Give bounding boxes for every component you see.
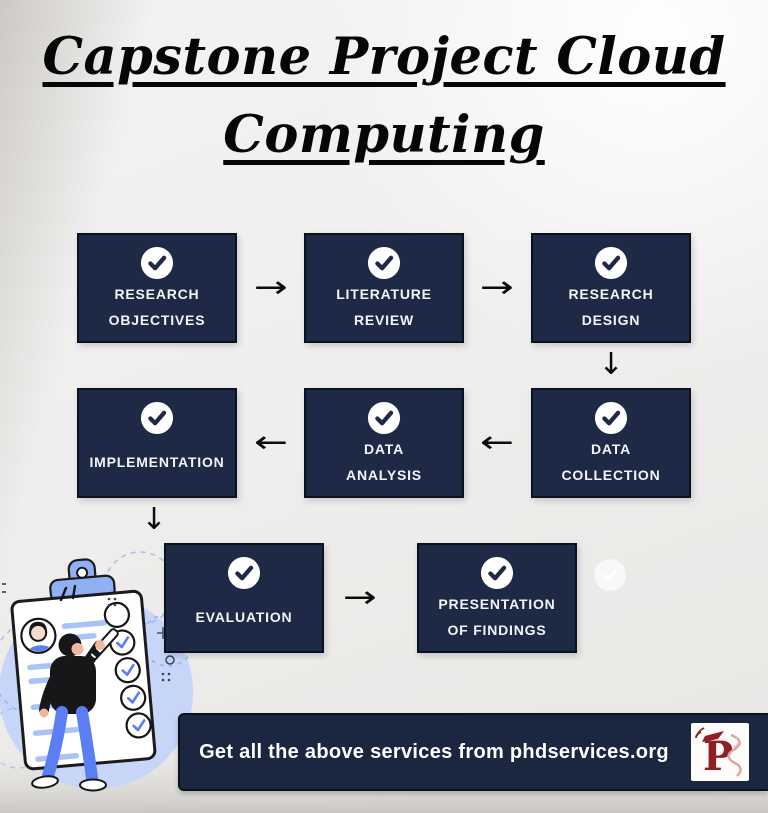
phdservices-logo: P: [690, 723, 749, 781]
check-icon: [227, 556, 261, 590]
logo-swirl: [727, 733, 742, 777]
flow-step-label: LITERATURE REVIEW: [336, 285, 432, 328]
check-icon: [367, 401, 401, 435]
graduation-cap-icon: [701, 731, 724, 742]
flow-step-label: PRESENTATION OF FINDINGS: [438, 595, 556, 638]
check-icon: [140, 401, 174, 435]
flow-step-literature-review: LITERATURE REVIEW: [304, 233, 464, 343]
flow-step-label: RESEARCH OBJECTIVES: [108, 285, 206, 328]
arrow-down-icon: ↓: [141, 502, 167, 537]
person: [31, 628, 119, 792]
check-icon: [594, 401, 628, 435]
flow-step-data-collection: DATA COLLECTION: [531, 388, 691, 498]
flow-step-label: DATA COLLECTION: [561, 440, 661, 483]
footer-message: Get all the above services from phdservi…: [199, 740, 669, 763]
page-title-line1: Capstone Project Cloud: [42, 27, 726, 87]
check-icon: [367, 246, 401, 280]
page-title: Capstone Project Cloud Computing: [0, 18, 768, 174]
small-circle: [165, 655, 175, 665]
emphasis-strokes: [59, 584, 77, 602]
flow-step-evaluation: EVALUATION: [164, 543, 324, 653]
arrow-right-icon: →: [343, 580, 377, 615]
page-title-line2: Computing: [223, 105, 545, 165]
flow-step-research-objectives: RESEARCH OBJECTIVES: [77, 233, 237, 343]
flow-step-label: IMPLEMENTATION: [89, 453, 225, 470]
tick-marks: [2, 583, 6, 593]
flow-step-label: RESEARCH DESIGN: [568, 285, 654, 328]
flow-step-research-design: RESEARCH DESIGN: [531, 233, 691, 343]
dot-cluster: [107, 597, 171, 682]
flow-step-label: EVALUATION: [195, 608, 293, 625]
arrow-down-icon: ↓: [598, 347, 624, 382]
flow-step-label: DATA ANALYSIS: [346, 440, 422, 483]
check-icon: [594, 246, 628, 280]
check-icon: [140, 246, 174, 280]
arrow-right-icon: →: [480, 270, 514, 305]
person-face: [71, 643, 84, 655]
flow-step-presentation-of-findings: PRESENTATION OF FINDINGS: [417, 543, 577, 653]
flow-step-data-analysis: DATA ANALYSIS: [304, 388, 464, 498]
checklist-illustration: [0, 551, 195, 792]
flow-step-implementation: IMPLEMENTATION: [77, 388, 237, 498]
arrow-right-icon: →: [254, 270, 288, 305]
arrow-left-icon: ←: [254, 425, 288, 460]
footer-banner: Get all the above services from phdservi…: [178, 713, 768, 791]
watermark-check-icon: [594, 559, 626, 591]
check-icon: [480, 556, 514, 590]
arrow-left-icon: ←: [480, 425, 514, 460]
